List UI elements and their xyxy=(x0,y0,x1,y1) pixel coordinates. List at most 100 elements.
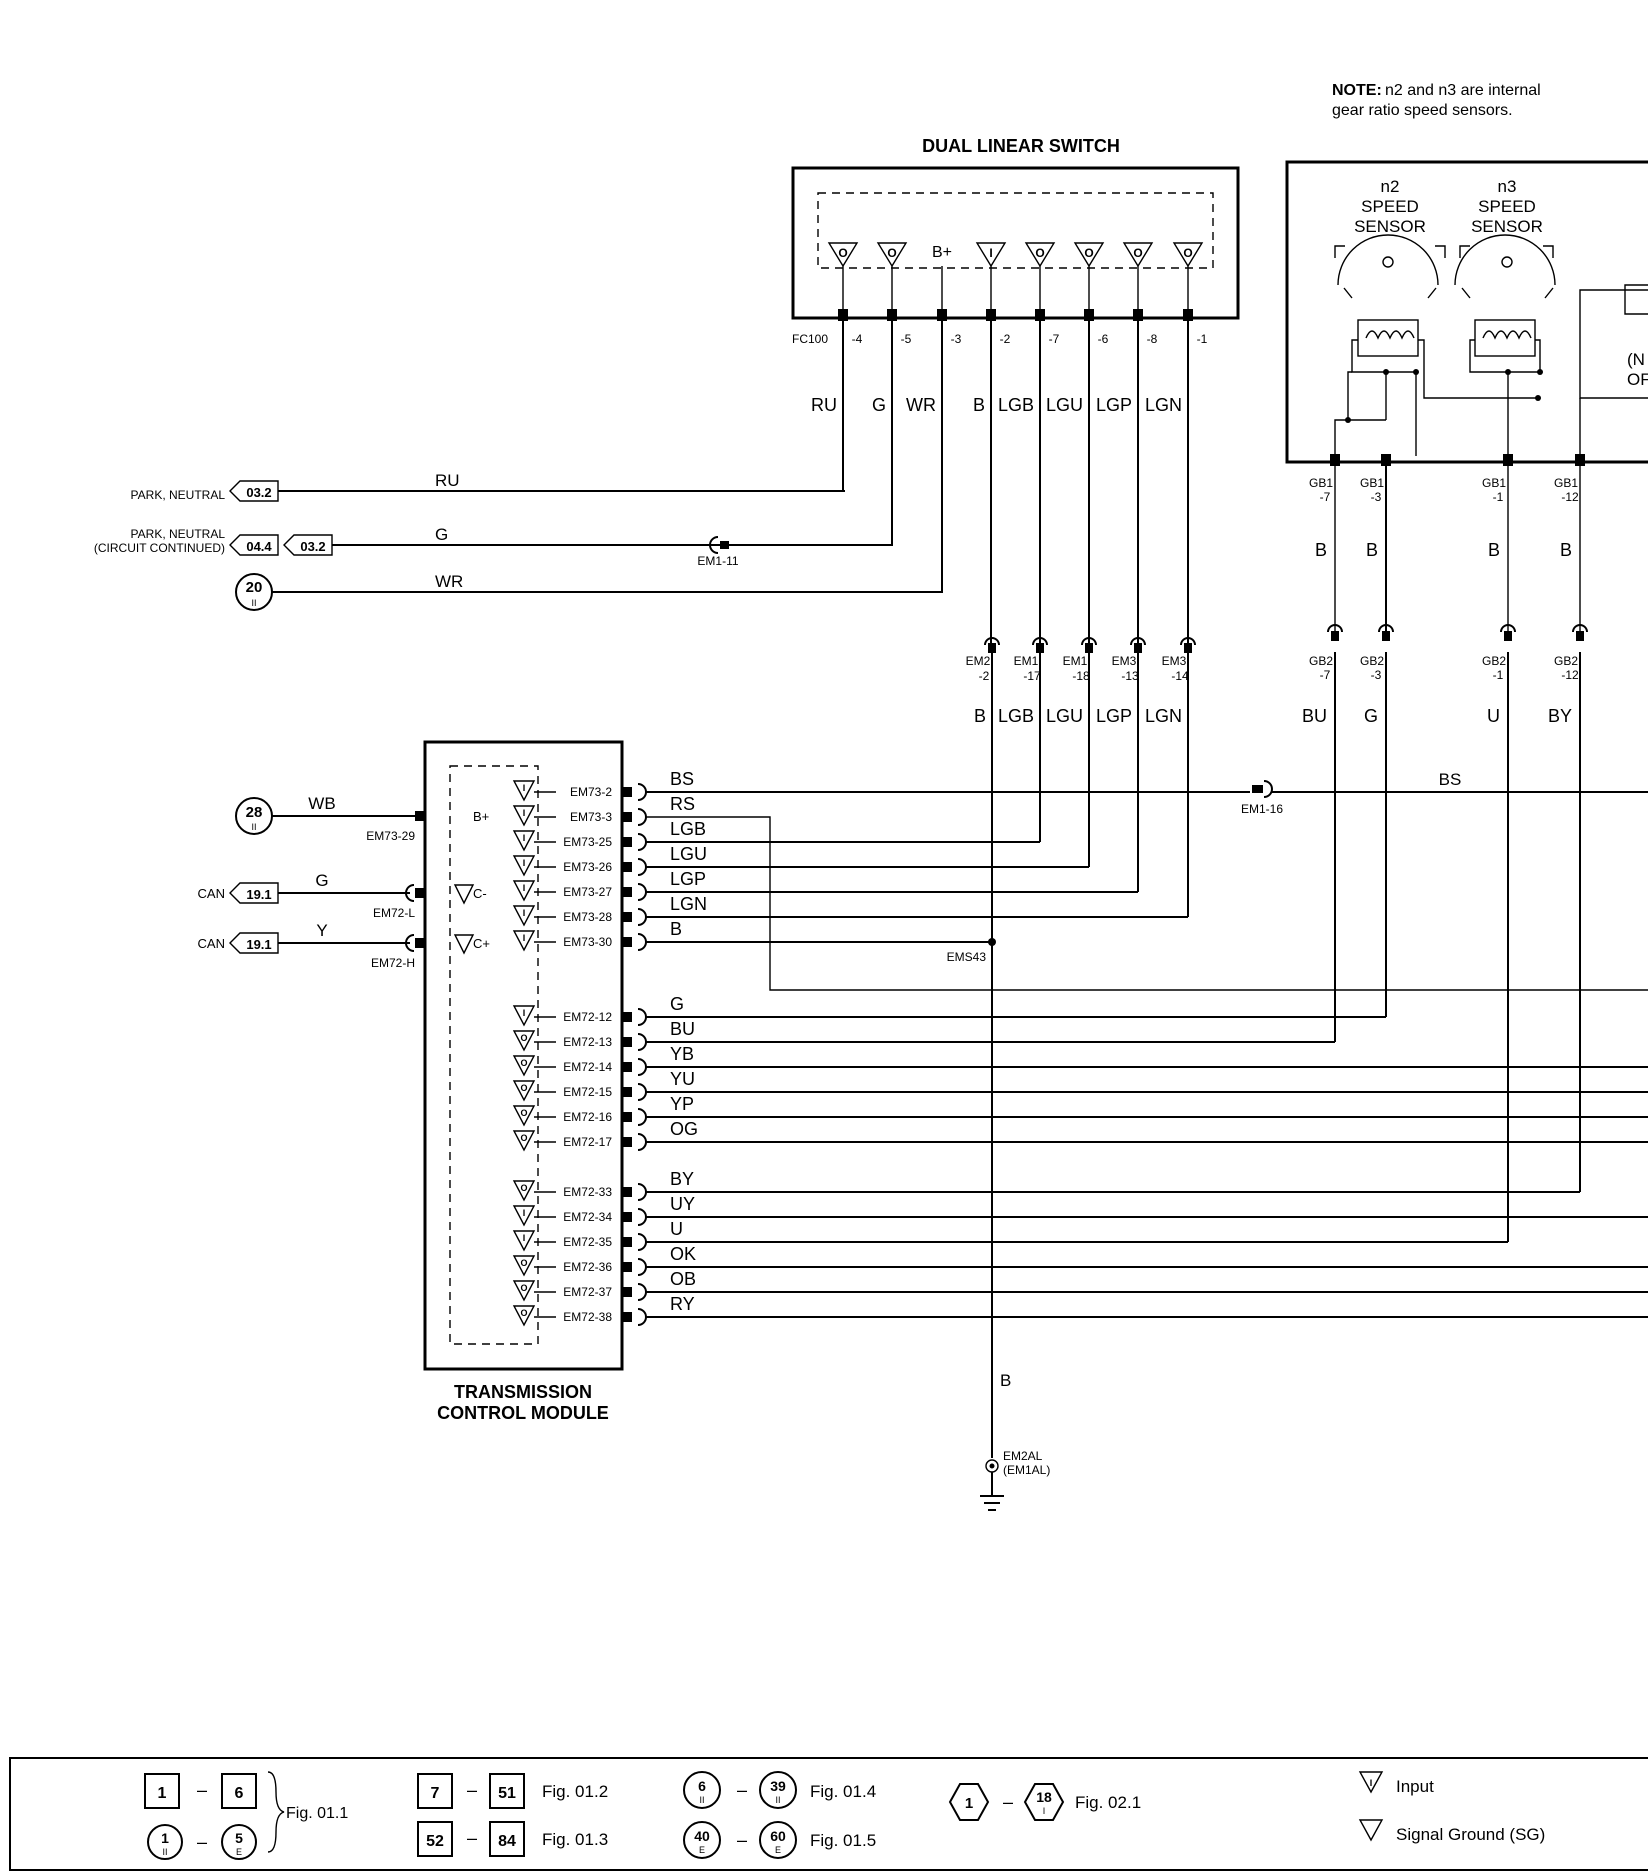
tcm-pin-conn-8: EM72-13 xyxy=(563,1035,612,1049)
gb2-pinblk-2 xyxy=(1504,631,1512,641)
ref-20: 20 II WR xyxy=(235,572,943,611)
n2-hub xyxy=(1382,256,1394,268)
tcm-title1: TRANSMISSION xyxy=(454,1382,592,1402)
n3-l2: SPEED xyxy=(1478,197,1536,216)
tcm-pin-triangle-2 xyxy=(512,830,536,852)
tcm-pin-triangle-8 xyxy=(512,1030,536,1052)
wire-label-ru: RU xyxy=(435,471,460,490)
tcm-pin-terminal-16 xyxy=(622,1262,632,1272)
tcm-pin-wire-label-8: BU xyxy=(670,1019,695,1039)
tcm-pin-terminal-0 xyxy=(622,787,632,797)
gb1-wire-2: B xyxy=(1488,540,1500,560)
tcm-pin-triangle-0 xyxy=(512,780,536,802)
em-mid-pinno-1: -17 xyxy=(1023,669,1041,683)
legend: 1 – 6 1 II – 5 E Fig. 01.1 7 – 51 Fig. 0… xyxy=(144,1771,1545,1860)
legend-dash-1: – xyxy=(197,1780,207,1800)
legend-fig013: Fig. 01.3 xyxy=(542,1830,608,1849)
tcm-pin-symbol-6: I xyxy=(523,933,526,943)
dls-pin-terminal-6 xyxy=(1133,309,1143,321)
sensor-box xyxy=(1285,160,1648,464)
tcm-left-pin-1: C- xyxy=(473,886,487,901)
tcm-pin-cup-11 xyxy=(637,1108,647,1126)
gb2-cup-2 xyxy=(1500,624,1516,633)
legend-r1a: 1 xyxy=(158,1785,167,1802)
dls-pin-triangle-1 xyxy=(876,242,908,268)
tcm-pin-wire-label-13: BY xyxy=(670,1169,694,1189)
tcm-pin-symbol-12: O xyxy=(520,1133,527,1143)
legend-r84: 84 xyxy=(498,1833,516,1850)
legend-input: Input xyxy=(1396,1777,1434,1796)
legend-sg: Signal Ground (SG) xyxy=(1396,1825,1545,1844)
tcm-pin-conn-4: EM73-27 xyxy=(563,885,612,899)
tcm-pin-symbol-15: I xyxy=(523,1233,526,1243)
n2-coil xyxy=(1365,330,1415,340)
wire-label-bs-right: BS xyxy=(1439,770,1462,789)
tcm-left-pin-2: C+ xyxy=(473,936,490,951)
tcm-pin-triangle-14 xyxy=(512,1205,536,1227)
legend-c5s: E xyxy=(236,1847,242,1857)
tcm-pin-conn-18: EM72-38 xyxy=(563,1310,612,1324)
gb1-pinno-3: -12 xyxy=(1561,490,1579,504)
legend-hex-1 xyxy=(948,1783,990,1821)
em-mid-conn-2: EM1 xyxy=(1063,654,1088,668)
gb2-pinno-0: -7 xyxy=(1320,668,1331,682)
dls-pin-number-6: -8 xyxy=(1147,332,1158,346)
park-neutral-label: PARK, NEUTRAL xyxy=(131,488,226,502)
legend-dash-6: – xyxy=(737,1830,747,1850)
tcm-pin-triangle-11 xyxy=(512,1105,536,1127)
legend-o18s: I xyxy=(1043,1806,1046,1816)
splice-em1-16-pin xyxy=(1252,785,1263,793)
dls-pin-number-0: -4 xyxy=(852,332,863,346)
sensor-internal-wiring xyxy=(1334,339,1581,456)
ref-28-num: 28 xyxy=(246,804,263,821)
tcm-pin-triangle-16 xyxy=(512,1255,536,1277)
tcm-pin-symbol-1: I xyxy=(523,808,526,818)
ref-20-num: 20 xyxy=(246,579,263,596)
em-mid-wire-1: LGB xyxy=(998,706,1034,726)
tcm-left-conn-0: EM73-29 xyxy=(366,829,415,843)
tcm-pin-terminal-5 xyxy=(622,912,632,922)
dls-pin-terminal-7 xyxy=(1183,309,1193,321)
dls-title: DUAL LINEAR SWITCH xyxy=(922,136,1120,156)
legend-rect-1 xyxy=(144,1773,180,1809)
n2-l3: SENSOR xyxy=(1354,217,1426,236)
tcm-pin-triangle-7 xyxy=(512,1005,536,1027)
dls-pin-terminal-5 xyxy=(1084,309,1094,321)
tcm-pin-cup-13 xyxy=(637,1183,647,1201)
dls-wire-label-6: LGP xyxy=(1096,395,1132,415)
legend-o60s: E xyxy=(775,1845,781,1855)
legend-box xyxy=(9,1757,1648,1871)
tcm-pin-cup-5 xyxy=(637,908,647,926)
legend-r51: 51 xyxy=(498,1785,516,1802)
gb2-cup-3 xyxy=(1572,624,1588,633)
gb-connectors: GB1-7BGB1-3BGB1-1BGB1-12BGB2-7BUGB2-3GGB… xyxy=(1302,454,1588,726)
can-label-1: CAN xyxy=(198,886,225,901)
gb2-pinno-2: -1 xyxy=(1493,668,1504,682)
tcm-pin-symbol-10: O xyxy=(520,1083,527,1093)
tcm-pin-symbol-3: I xyxy=(523,858,526,868)
n2-gear xyxy=(1337,234,1439,286)
tcm-pin-triangle-9 xyxy=(512,1055,536,1077)
tcm-pin-terminal-6 xyxy=(622,937,632,947)
tcm-pin-symbol-11: O xyxy=(520,1108,527,1118)
note-line2: gear ratio speed sensors. xyxy=(1332,102,1513,119)
dls-pin-triangle-7 xyxy=(1172,242,1204,268)
tcm-pin-triangle-13 xyxy=(512,1180,536,1202)
dls-pin-number-2: -3 xyxy=(951,332,962,346)
note-line1: n2 and n3 are internal xyxy=(1385,82,1541,99)
gb2-wire-1: G xyxy=(1364,706,1378,726)
tcm-pin-symbol-7: I xyxy=(523,1008,526,1018)
em-mid-conn-1: EM1 xyxy=(1014,654,1039,668)
ref-arrow-1 xyxy=(229,534,279,556)
park-neutral-ref: PARK, NEUTRAL 03.2 RU xyxy=(131,471,845,502)
gb2-pinno-3: -12 xyxy=(1561,668,1579,682)
legend-r1b: 6 xyxy=(235,1785,244,1802)
n2-teeth xyxy=(1334,245,1446,299)
can-pin-triangle-1 xyxy=(453,884,475,905)
tcm-pin-wire-label-6: B xyxy=(670,919,682,939)
legend-rect-7 xyxy=(417,1773,453,1809)
input-symbol-letter: I xyxy=(1370,1778,1373,1788)
can-label-2: CAN xyxy=(198,936,225,951)
gb1-pinno-2: -1 xyxy=(1493,490,1504,504)
n3-coil-box xyxy=(1474,319,1536,357)
